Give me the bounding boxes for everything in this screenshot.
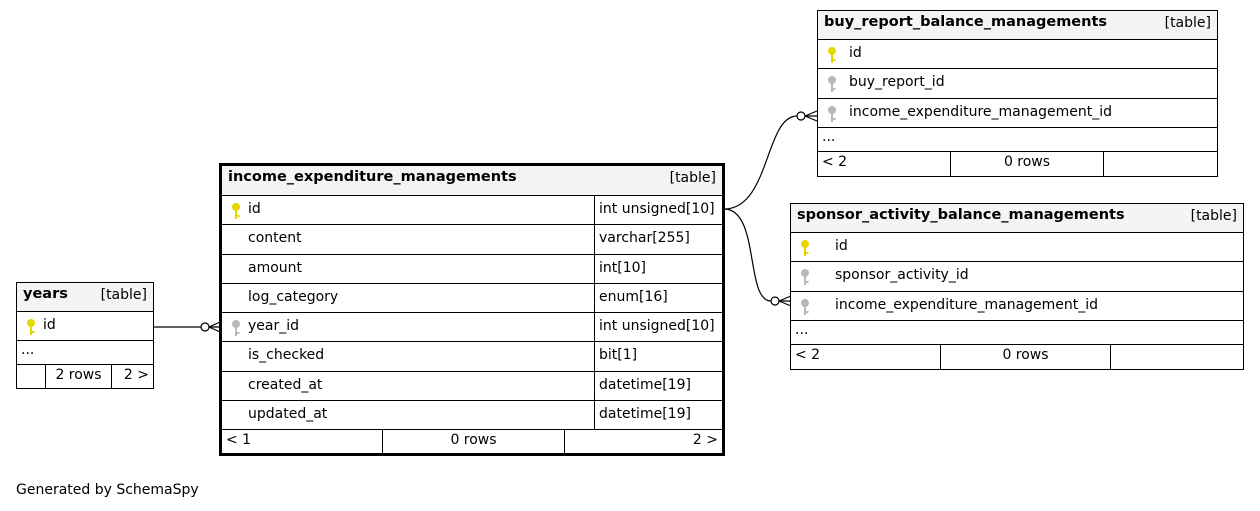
column-name: sponsor_activity_id — [835, 267, 969, 284]
column-row[interactable]: sponsor_activity_id — [791, 262, 1243, 292]
table-header: income_expenditure_managements [table] — [222, 166, 722, 196]
column-row[interactable]: log_category enum[16] — [222, 283, 722, 314]
column-name: buy_report_id — [849, 74, 945, 91]
table-income-expenditure-managements[interactable]: income_expenditure_managements [table] i… — [219, 163, 725, 456]
table-kind: [table] — [1164, 15, 1211, 31]
column-row[interactable]: id — [791, 233, 1243, 263]
table-header: buy_report_balance_managements [table] — [818, 11, 1217, 40]
table-name[interactable]: buy_report_balance_managements — [824, 14, 1108, 30]
more-columns: ... — [818, 128, 1217, 152]
primary-key-icon — [232, 203, 240, 219]
table-name[interactable]: sponsor_activity_balance_managements — [797, 207, 1125, 223]
foreign-key-icon — [801, 298, 809, 315]
table-footer: 2 rows 2 > — [17, 365, 153, 390]
column-name: amount — [248, 259, 303, 276]
primary-key-icon — [828, 47, 836, 63]
column-row[interactable]: created_at datetime[19] — [222, 371, 722, 402]
foreign-key-icon — [828, 76, 836, 93]
column-type: int unsigned[10] — [594, 196, 722, 225]
children-link[interactable]: 2 > — [111, 365, 153, 390]
column-type: varchar[255] — [594, 225, 722, 254]
column-name: id — [835, 238, 848, 254]
row-count: 2 rows — [45, 365, 111, 390]
column-row[interactable]: id int unsigned[10] — [222, 196, 722, 226]
primary-key-icon — [801, 240, 809, 256]
generator-credit: Generated by SchemaSpy — [16, 482, 199, 498]
foreign-key-icon — [801, 269, 809, 286]
children-link[interactable]: 2 > — [564, 430, 722, 455]
table-kind: [table] — [100, 287, 147, 303]
foreign-key-icon — [232, 320, 240, 337]
foreign-key-icon — [828, 105, 836, 122]
row-count: 0 rows — [950, 151, 1103, 176]
table-kind: [table] — [669, 170, 716, 186]
column-type: int unsigned[10] — [594, 313, 722, 342]
table-kind: [table] — [1190, 208, 1237, 224]
column-row[interactable]: is_checked bit[1] — [222, 342, 722, 372]
column-name: is_checked — [248, 347, 325, 364]
parents-link[interactable]: < 2 — [795, 346, 821, 363]
column-type: bit[1] — [594, 342, 722, 371]
column-row[interactable]: id — [818, 40, 1217, 70]
parents-link[interactable] — [21, 365, 45, 389]
table-years[interactable]: years [table] id ... 2 rows 2 > — [16, 282, 154, 390]
more-columns: ... — [17, 341, 153, 366]
column-name: id — [849, 45, 862, 61]
column-row[interactable]: updated_at datetime[19] — [222, 401, 722, 431]
parents-link[interactable]: < 2 — [822, 153, 848, 170]
column-name: id — [248, 201, 261, 217]
table-header: years [table] — [17, 283, 153, 312]
column-name: year_id — [248, 318, 300, 335]
column-name: income_expenditure_management_id — [849, 103, 1113, 120]
table-footer: < 2 0 rows — [818, 151, 1217, 176]
column-name: updated_at — [248, 406, 328, 423]
children-link[interactable] — [1103, 151, 1217, 176]
table-name[interactable]: years — [23, 286, 68, 302]
column-type: datetime[19] — [594, 401, 722, 430]
table-name[interactable]: income_expenditure_managements — [228, 169, 517, 185]
column-row[interactable]: id — [17, 312, 153, 342]
column-name: income_expenditure_management_id — [835, 296, 1099, 313]
primary-key-icon — [27, 319, 35, 335]
column-row[interactable]: buy_report_id — [818, 69, 1217, 99]
column-type: datetime[19] — [594, 371, 722, 401]
column-row[interactable]: income_expenditure_management_id — [818, 99, 1217, 128]
column-name: created_at — [248, 376, 323, 393]
relation-years-income — [154, 321, 221, 333]
column-type: int[10] — [594, 254, 722, 283]
column-name: log_category — [248, 288, 339, 305]
table-header: sponsor_activity_balance_managements [ta… — [791, 204, 1243, 233]
row-count: 0 rows — [382, 430, 564, 455]
table-footer: < 2 0 rows — [791, 344, 1243, 369]
relation-income-buy-report — [723, 110, 818, 210]
table-sponsor-activity-balance-managements[interactable]: sponsor_activity_balance_managements [ta… — [790, 203, 1244, 370]
table-buy-report-balance-managements[interactable]: buy_report_balance_managements [table] i… — [817, 10, 1218, 177]
column-row[interactable]: income_expenditure_management_id — [791, 292, 1243, 321]
column-name: content — [248, 230, 302, 247]
relation-income-sponsor — [723, 208, 792, 307]
children-link[interactable] — [1110, 344, 1243, 369]
parents-link[interactable]: < 1 — [226, 432, 252, 449]
column-type: enum[16] — [594, 283, 722, 313]
column-row[interactable]: amount int[10] — [222, 254, 722, 284]
column-row[interactable]: year_id int unsigned[10] — [222, 313, 722, 343]
row-count: 0 rows — [940, 344, 1110, 369]
column-row[interactable]: content varchar[255] — [222, 225, 722, 255]
column-name: id — [43, 317, 56, 333]
more-columns: ... — [791, 321, 1243, 345]
table-footer: < 1 0 rows 2 > — [222, 430, 722, 455]
